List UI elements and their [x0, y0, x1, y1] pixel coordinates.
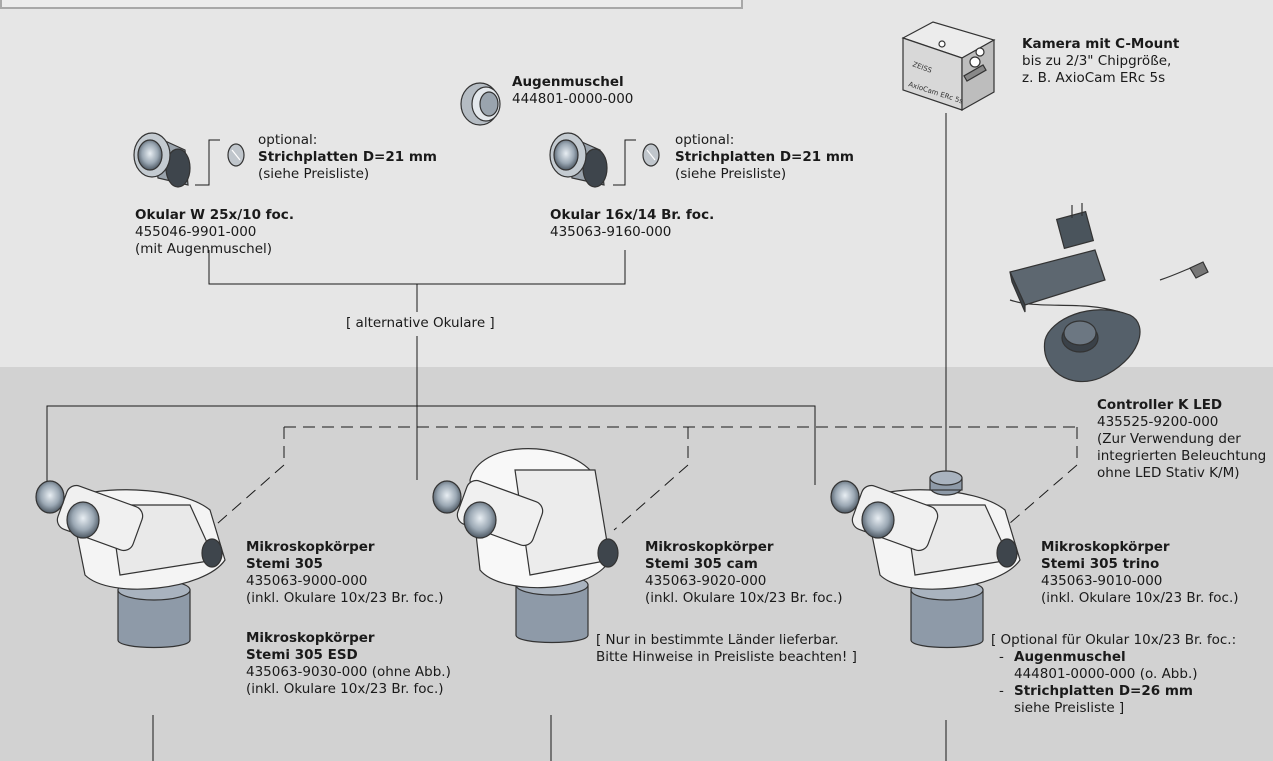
eyecup-name: Augenmuschel — [512, 74, 624, 90]
controller-name: Controller K LED — [1097, 397, 1223, 413]
controller-note3: ohne LED Stativ K/M) — [1097, 465, 1240, 481]
stemi-305-trino-icon — [830, 470, 1021, 649]
trino-options-head: [ Optional für Okular 10x/23 Br. foc.: — [991, 632, 1237, 648]
eyepiece-w25-name: Okular W 25x/10 foc. — [135, 207, 294, 223]
stemi-305-cam-name1: Mikroskopkörper — [645, 539, 774, 555]
controller-label: Controller K LED 435525-9200-000 (Zur Ve… — [1097, 397, 1266, 482]
stemi-305-trino-label: Mikroskopkörper Stemi 305 trino 435063-9… — [1041, 539, 1239, 607]
stemi-305-esd-name2: Stemi 305 ESD — [246, 647, 358, 663]
camera-icon: ZEISS AxioCam ERc 5s — [901, 21, 996, 112]
reticle-left-name: Strichplatten D=21 mm — [258, 149, 437, 165]
eyepiece-16x-number: 435063-9160-000 — [550, 224, 672, 240]
stemi-305-cam-label: Mikroskopkörper Stemi 305 cam 435063-902… — [645, 539, 843, 607]
controller-note1: (Zur Verwendung der — [1097, 431, 1241, 447]
controller-number: 435525-9200-000 — [1097, 414, 1219, 430]
eyepiece-w25-label: Okular W 25x/10 foc. 455046-9901-000 (mi… — [135, 207, 294, 258]
controller-note2: integrierten Beleuchtung — [1097, 448, 1267, 464]
dashed-lines — [209, 426, 1078, 531]
stemi-305-esd-note: (inkl. Okulare 10x/23 Br. foc.) — [246, 681, 444, 697]
eyepiece-w25-icon — [133, 132, 191, 188]
stemi-305-note: (inkl. Okulare 10x/23 Br. foc.) — [246, 590, 444, 606]
stemi-305-label: Mikroskopkörper Stemi 305 435063-9000-00… — [246, 539, 444, 607]
trino-reticle-note: siehe Preisliste ] — [1014, 700, 1125, 716]
trino-reticle-name: Strichplatten D=26 mm — [1014, 683, 1193, 699]
camera-line2: z. B. AxioCam ERc 5s — [1022, 70, 1166, 86]
trino-options-reticle: Strichplatten D=26 mm siehe Preisliste ] — [1014, 683, 1193, 717]
trino-options-dash2: - — [999, 683, 1004, 699]
reticle-right-icon — [642, 143, 660, 167]
stemi-305-trino-number: 435063-9010-000 — [1041, 573, 1163, 589]
alternative-eyepieces-label: [ alternative Okulare ] — [342, 315, 499, 331]
stemi-305-trino-name1: Mikroskopkörper — [1041, 539, 1170, 555]
stemi-305-cam-note: (inkl. Okulare 10x/23 Br. foc.) — [645, 590, 843, 606]
reticle-right-prefix: optional: — [675, 132, 735, 148]
eyepiece-16x-label: Okular 16x/14 Br. foc. 435063-9160-000 — [550, 207, 714, 241]
reticle-right-note: (siehe Preisliste) — [675, 166, 787, 182]
controller-icon — [1009, 203, 1209, 383]
trino-options-eyecup: Augenmuschel 444801-0000-000 (o. Abb.) — [1014, 649, 1198, 683]
eyepiece-16x-icon — [549, 132, 608, 188]
stemi-305-name2: Stemi 305 — [246, 556, 323, 572]
stemi-305-trino-name2: Stemi 305 trino — [1041, 556, 1160, 572]
trino-eyecup-name: Augenmuschel — [1014, 649, 1126, 665]
stemi-305-cam-availability: [ Nur in bestimmte Länder lieferbar. Bit… — [596, 632, 857, 666]
camera-line1: bis zu 2/3" Chipgröße, — [1022, 53, 1172, 69]
camera-name: Kamera mit C-Mount — [1022, 36, 1180, 52]
eyepiece-16x-name: Okular 16x/14 Br. foc. — [550, 207, 715, 223]
reticle-left-icon — [227, 143, 245, 167]
eyepiece-w25-note: (mit Augenmuschel) — [135, 241, 273, 257]
stemi-305-icon — [35, 480, 226, 649]
stemi-305-number: 435063-9000-000 — [246, 573, 368, 589]
trino-options-dash1: - — [999, 649, 1004, 665]
stemi-305-esd-label: Mikroskopkörper Stemi 305 ESD 435063-903… — [246, 630, 451, 698]
reticle-left-note: (siehe Preisliste) — [258, 166, 370, 182]
eyecup-icon — [460, 82, 501, 126]
eyecup-number: 444801-0000-000 — [512, 91, 634, 107]
stemi-305-esd-number: 435063-9030-000 (ohne Abb.) — [246, 664, 451, 680]
reticle-left-label: optional: Strichplatten D=21 mm (siehe P… — [258, 132, 437, 183]
availability-line1: [ Nur in bestimmte Länder lieferbar. — [596, 632, 839, 648]
reticle-right-name: Strichplatten D=21 mm — [675, 149, 854, 165]
eyecup-label: Augenmuschel 444801-0000-000 — [512, 74, 633, 108]
stemi-305-name1: Mikroskopkörper — [246, 539, 375, 555]
stemi-305-cam-name2: Stemi 305 cam — [645, 556, 758, 572]
header-box — [0, 0, 743, 9]
stemi-305-esd-name1: Mikroskopkörper — [246, 630, 375, 646]
stemi-305-cam-icon — [432, 448, 619, 644]
trino-eyecup-number: 444801-0000-000 (o. Abb.) — [1014, 666, 1198, 682]
stemi-305-cam-number: 435063-9020-000 — [645, 573, 767, 589]
stemi-305-trino-note: (inkl. Okulare 10x/23 Br. foc.) — [1041, 590, 1239, 606]
connector-lines — [46, 113, 947, 761]
reticle-left-prefix: optional: — [258, 132, 318, 148]
camera-label: Kamera mit C-Mount bis zu 2/3" Chipgröße… — [1022, 36, 1179, 87]
reticle-right-label: optional: Strichplatten D=21 mm (siehe P… — [675, 132, 854, 183]
eyepiece-w25-number: 455046-9901-000 — [135, 224, 257, 240]
availability-line2: Bitte Hinweise in Preisliste beachten! ] — [596, 649, 857, 665]
